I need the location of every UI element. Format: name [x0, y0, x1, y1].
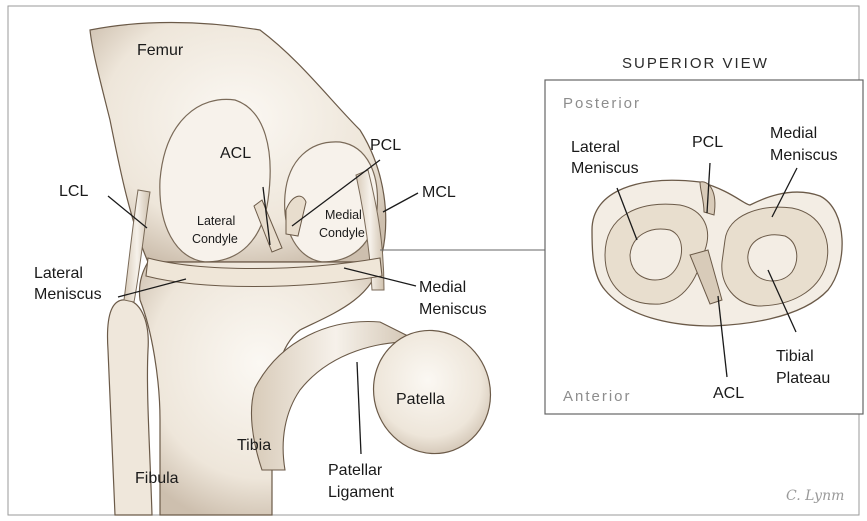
- sv-label-acl: ACL: [713, 385, 744, 402]
- superior-view-anterior: Anterior: [563, 388, 632, 405]
- label-patellar-ligament-line1: Patellar: [328, 462, 383, 479]
- label-fibula: Fibula: [135, 470, 179, 487]
- label-patellar-ligament-line2: Ligament: [328, 484, 394, 501]
- sv-label-tibial-plateau-line2: Plateau: [776, 370, 830, 387]
- label-medial-condyle-line1: Medial: [325, 208, 362, 222]
- label-mcl: MCL: [422, 184, 456, 201]
- label-lateral-condyle-line2: Condyle: [192, 232, 238, 246]
- label-femur: Femur: [137, 42, 184, 59]
- label-acl: ACL: [220, 145, 251, 162]
- label-medial-condyle-line2: Condyle: [319, 226, 365, 240]
- superior-view-posterior: Posterior: [563, 95, 641, 112]
- artist-signature: C. Lynm: [786, 488, 844, 504]
- label-medial-meniscus-line1: Medial: [419, 279, 466, 296]
- label-lateral-meniscus-line2: Meniscus: [34, 286, 102, 303]
- label-patella: Patella: [396, 391, 445, 408]
- sv-label-pcl: PCL: [692, 134, 723, 151]
- sv-label-tibial-plateau-line1: Tibial: [776, 348, 814, 365]
- sv-label-lateral-meniscus-line1: Lateral: [571, 139, 620, 156]
- label-lateral-meniscus-line1: Lateral: [34, 265, 83, 282]
- sv-label-lateral-meniscus-line2: Meniscus: [571, 160, 639, 177]
- sv-label-medial-meniscus-line1: Medial: [770, 125, 817, 142]
- sv-label-medial-meniscus-line2: Meniscus: [770, 147, 838, 164]
- superior-view-title: SUPERIOR VIEW: [622, 55, 769, 72]
- label-medial-meniscus-line2: Meniscus: [419, 301, 487, 318]
- label-lcl: LCL: [59, 183, 88, 200]
- label-pcl: PCL: [370, 137, 401, 154]
- label-lateral-condyle-line1: Lateral: [197, 214, 235, 228]
- label-tibia: Tibia: [237, 437, 271, 454]
